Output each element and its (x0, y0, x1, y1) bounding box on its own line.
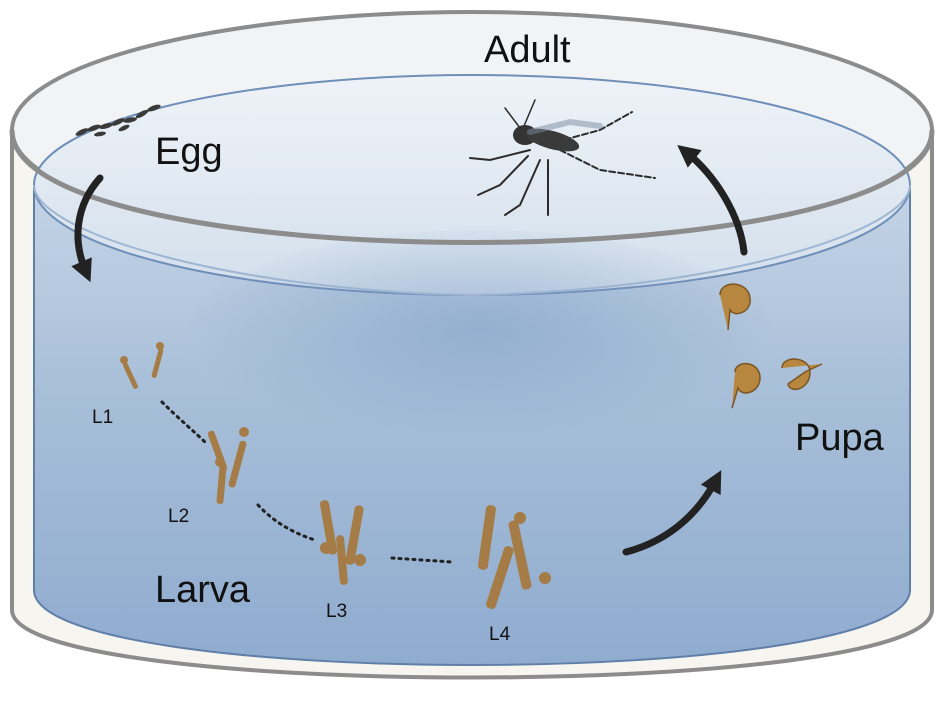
label-egg: Egg (155, 131, 223, 173)
label-l1: L1 (92, 407, 113, 428)
label-l4: L4 (489, 624, 511, 645)
label-adult: Adult (484, 29, 571, 71)
label-larva: Larva (155, 569, 251, 611)
label-pupa: Pupa (795, 417, 885, 459)
label-l3: L3 (326, 601, 347, 622)
label-l2: L2 (168, 506, 189, 527)
